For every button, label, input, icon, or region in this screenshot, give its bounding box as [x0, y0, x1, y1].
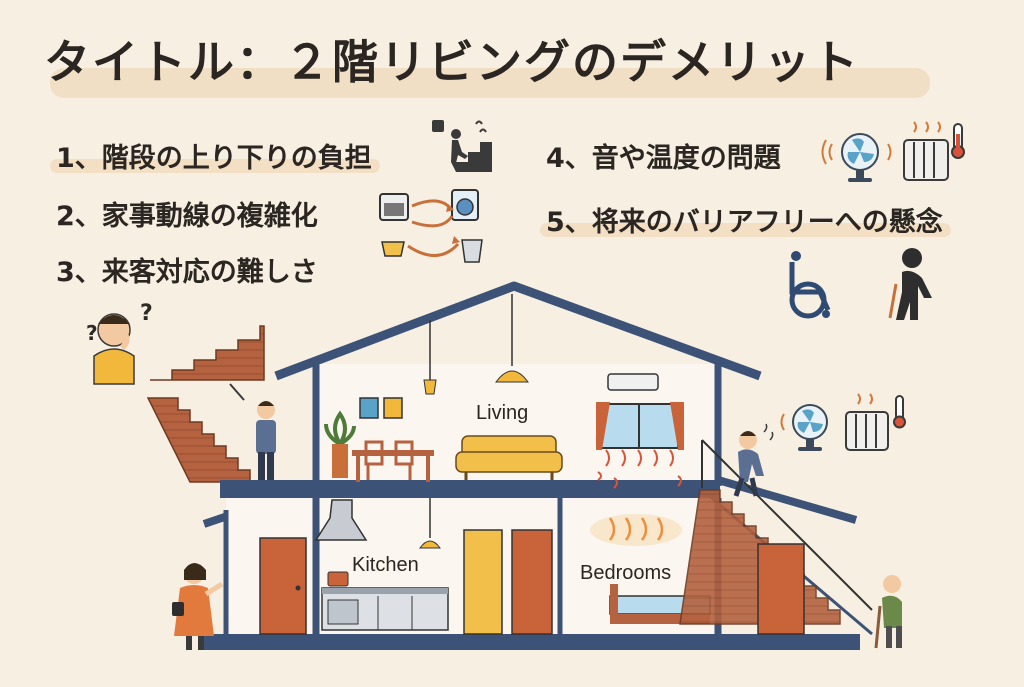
room-label-living: Living [476, 402, 529, 424]
room-label-kitchen: Kitchen [352, 554, 419, 576]
item-label: 2、家事動線の複雑化 [56, 201, 318, 232]
page-title: タイトル：２階リビングのデメリット [44, 35, 860, 89]
elderly-person-icon [888, 248, 932, 320]
fan-icon [780, 404, 828, 451]
floating-upper-stairs [150, 325, 265, 381]
heater-icon [903, 121, 949, 181]
heat-waves [597, 449, 682, 489]
floating-lower-stairs [146, 397, 251, 483]
question-mark: ? [140, 301, 153, 326]
climbing-man [733, 423, 774, 497]
kitchen-counter [321, 587, 449, 631]
fan-icon [821, 133, 892, 182]
item-label: 5、将来のバリアフリーへの懸念 [546, 207, 943, 238]
thermometer-icon [893, 395, 906, 429]
climbing-stairs-icon [432, 120, 492, 172]
item-sound-temperature: 4、音や温度の問題 [546, 136, 781, 175]
elderly-person [874, 575, 902, 649]
air-conditioner [607, 373, 659, 391]
item-label: 4、音や温度の問題 [546, 143, 781, 174]
title-highlight [50, 68, 930, 98]
item-guest-handling: 3、来客対応の難しさ [56, 250, 318, 289]
confused-person [93, 313, 135, 385]
title-block: タイトル：２階リビングのデメリット [44, 26, 930, 98]
appliances-icon [379, 189, 483, 263]
kitchen-lamp [419, 498, 441, 549]
dining-set [352, 440, 434, 482]
ceiling-lamp [423, 320, 437, 395]
window [596, 402, 684, 450]
woman-with-bag [172, 563, 224, 650]
room-label-bedrooms: Bedrooms [580, 562, 672, 584]
heat-waves [590, 514, 682, 546]
interior-doors [463, 529, 553, 635]
plant [324, 410, 356, 478]
thermometer-icon [951, 123, 965, 159]
range-hood [314, 499, 368, 541]
wall-pictures [359, 397, 403, 419]
sofa [455, 435, 563, 480]
item-label: 1、階段の上り下りの負担 [56, 143, 372, 174]
entrance-door [259, 537, 307, 635]
standing-man [256, 401, 276, 480]
pendant-lamp [495, 294, 529, 383]
item-barrier-free: 5、将来のバリアフリーへの懸念 [540, 200, 951, 239]
pot [327, 571, 349, 587]
motion-line [229, 383, 245, 401]
item-housework-flow: 2、家事動線の複雑化 [56, 194, 318, 233]
item-label: 3、来客対応の難しさ [56, 257, 318, 288]
heater-icon [845, 393, 889, 451]
question-mark: ? [86, 321, 98, 345]
exterior-staircase [679, 439, 873, 636]
wheelchair-icon [789, 251, 831, 319]
item-stairs-burden: 1、階段の上り下りの負担 [50, 136, 380, 175]
